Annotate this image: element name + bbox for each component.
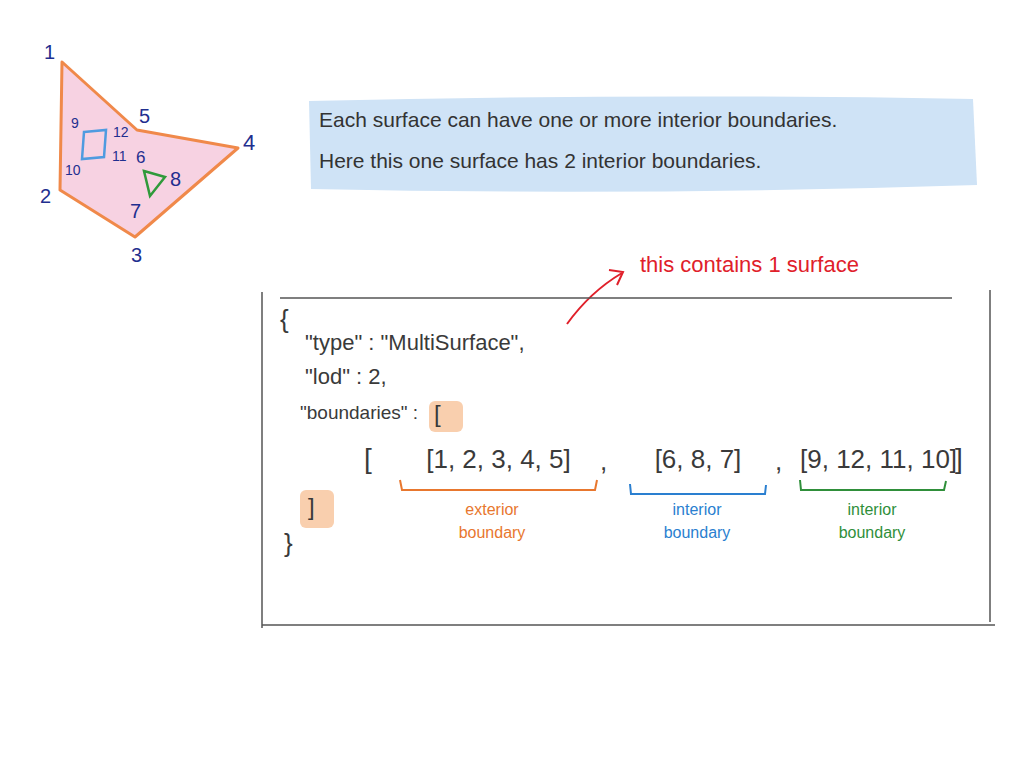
code-text: "lod" : 2, <box>305 364 387 390</box>
highlight-mark <box>300 490 334 528</box>
vertex-number: 3 <box>131 243 142 267</box>
code-text: } <box>284 528 293 559</box>
code-text: "boundaries" : <box>300 402 418 425</box>
code-text: , <box>600 446 607 477</box>
vertex-number: 6 <box>136 148 145 168</box>
boundary-annotation: interior boundary <box>817 498 927 544</box>
vertex-number: 10 <box>65 162 81 179</box>
panel-frame <box>989 290 991 622</box>
vertex-number: 4 <box>243 130 255 156</box>
callout-note: this contains 1 surface <box>640 252 859 278</box>
boundary-array: [6, 8, 7] <box>630 444 766 475</box>
bracket <box>400 480 597 490</box>
note-highlight <box>309 96 977 191</box>
boundary-annotation: interior boundary <box>642 498 752 544</box>
note-box: Each surface can have one or more interi… <box>305 93 977 193</box>
boundary-annotation: exterior boundary <box>437 498 547 544</box>
note-text: Each surface can have one or more interi… <box>319 107 837 132</box>
code-bracket: ] <box>308 493 315 522</box>
vertex-number: 1 <box>44 40 55 64</box>
exterior-polygon <box>60 62 238 237</box>
panel-frame <box>261 292 263 628</box>
code-text: { <box>280 304 289 335</box>
bracket <box>630 484 766 494</box>
boundary-array: [9, 12, 11, 10] <box>800 444 948 475</box>
vertex-number: 2 <box>40 184 51 208</box>
code-text: , <box>775 446 782 477</box>
highlight-mark <box>429 401 463 432</box>
interior-triangle <box>144 171 165 196</box>
interior-square <box>82 130 106 159</box>
vertex-number: 11 <box>112 148 127 165</box>
vertex-number: 9 <box>71 115 79 132</box>
vertex-number: 12 <box>113 124 129 141</box>
vertex-number: 5 <box>139 104 150 128</box>
panel-frame <box>262 624 995 626</box>
code-panel: { "type" : "MultiSurface", "lod" : 2, "boun… <box>262 292 997 632</box>
panel-frame <box>280 297 952 299</box>
vertex-number: 7 <box>130 199 141 223</box>
code-bracket: [ <box>434 400 441 429</box>
note-text: Here this one surface has 2 interior bou… <box>319 148 761 173</box>
arrow-head <box>609 270 623 285</box>
code-bracket: ] <box>955 442 963 476</box>
boundary-array: [1, 2, 3, 4, 5] <box>400 444 597 475</box>
vertex-number: 8 <box>170 167 181 191</box>
code-text: "type" : "MultiSurface", <box>305 330 525 356</box>
code-bracket: [ <box>364 442 372 476</box>
bracket <box>800 480 946 490</box>
